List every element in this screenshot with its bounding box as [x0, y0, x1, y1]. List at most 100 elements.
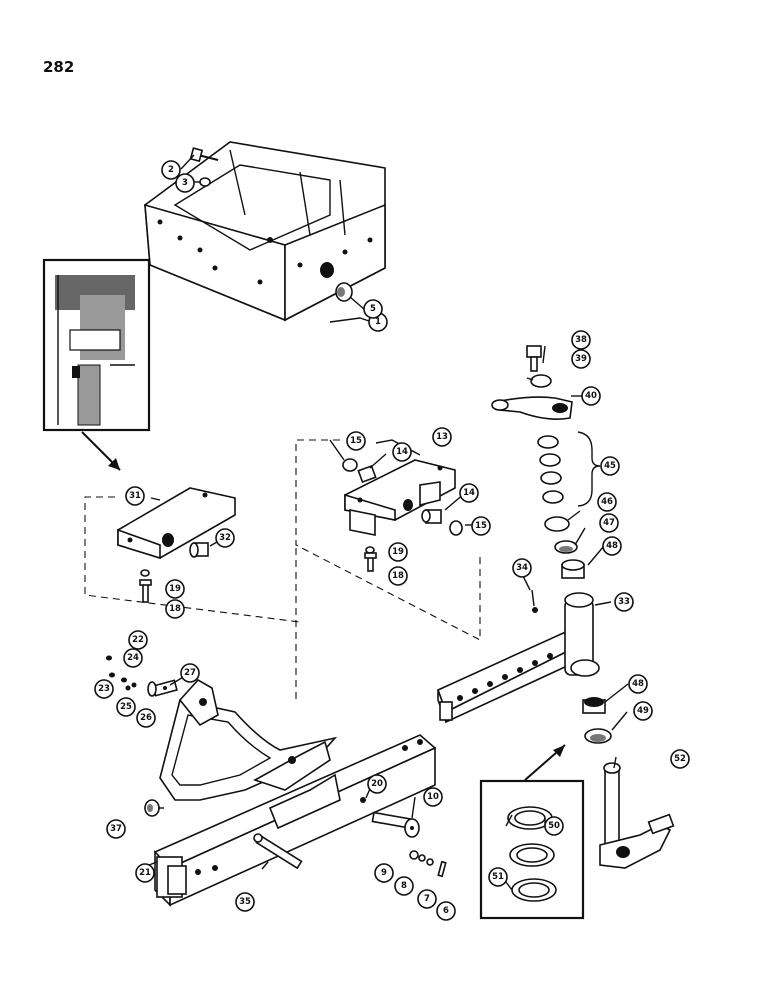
washer-part-3	[199, 177, 211, 187]
shim-detail-box	[479, 744, 585, 920]
callout-33: 33	[614, 592, 634, 612]
inset-section-detail	[42, 258, 151, 471]
callout-35: 35	[235, 892, 255, 912]
plug-part-37	[144, 799, 160, 817]
callout-51: 51	[488, 867, 508, 887]
callout-13: 13	[432, 427, 452, 447]
svg-text:47: 47	[603, 518, 615, 528]
callout-31: 31	[125, 486, 145, 506]
callout-10: 10	[423, 787, 443, 807]
callout-8: 8	[394, 876, 414, 896]
ring-part-47	[554, 540, 578, 554]
svg-text:18: 18	[169, 604, 181, 614]
bolt-part-2	[189, 147, 219, 163]
washer-part-39	[530, 374, 552, 388]
support-part-31	[117, 487, 236, 560]
svg-text:10: 10	[427, 792, 439, 802]
callout-27: 27	[180, 663, 200, 683]
pin-part-35	[253, 833, 303, 870]
svg-text:38: 38	[575, 335, 587, 345]
dashed-guide-right	[295, 439, 481, 641]
svg-text:21: 21	[139, 868, 151, 878]
callout-19-right: 19	[388, 542, 408, 562]
callout-25: 25	[116, 697, 136, 717]
bearing-part-48-lower	[582, 697, 606, 714]
callout-48-top: 48	[602, 536, 622, 556]
svg-text:24: 24	[127, 653, 139, 663]
callout-19-left: 19	[165, 579, 185, 599]
part-23	[109, 672, 115, 678]
part-25	[125, 685, 131, 691]
svg-text:9: 9	[381, 868, 387, 878]
callout-50: 50	[544, 816, 564, 836]
callout-39: 39	[571, 349, 591, 369]
svg-text:22: 22	[132, 635, 144, 645]
part-8	[418, 854, 426, 862]
svg-text:19: 19	[169, 584, 181, 594]
shim-stack-part-45	[537, 431, 601, 507]
grease-fitting-part-34	[531, 589, 538, 613]
spindle-part-52	[599, 762, 675, 869]
svg-text:32: 32	[219, 533, 231, 543]
bushing-part-14-right	[421, 509, 442, 524]
callout-48-lower: 48	[628, 674, 648, 694]
part-9	[409, 850, 419, 860]
callout-34: 34	[512, 558, 532, 578]
svg-text:39: 39	[575, 354, 587, 364]
svg-text:46: 46	[601, 497, 613, 507]
svg-text:23: 23	[98, 684, 110, 694]
svg-text:2: 2	[168, 165, 174, 175]
washer-part-15-top	[342, 458, 358, 472]
callout-47: 47	[599, 513, 619, 533]
bolt-part-38	[526, 345, 542, 372]
svg-text:15: 15	[350, 436, 362, 446]
part-6	[437, 860, 447, 878]
callout-26: 26	[136, 708, 156, 728]
leader-lines	[140, 154, 629, 891]
pin-part-10	[371, 811, 420, 838]
callout-15-right: 15	[471, 516, 491, 536]
svg-text:45: 45	[604, 461, 616, 471]
callout-23: 23	[94, 679, 114, 699]
callout-52: 52	[670, 749, 690, 769]
callout-20: 20	[367, 774, 387, 794]
svg-text:14: 14	[396, 447, 408, 457]
svg-text:50: 50	[548, 821, 560, 831]
page-number: 282	[43, 58, 75, 76]
svg-text:7: 7	[424, 894, 430, 904]
seal-part-49	[584, 728, 612, 744]
svg-text:25: 25	[120, 702, 132, 712]
callout-37: 37	[106, 819, 126, 839]
callout-38: 38	[571, 330, 591, 350]
dashed-guide-left	[84, 496, 301, 623]
callout-3: 3	[175, 173, 195, 193]
callout-5: 5	[363, 299, 383, 319]
callout-14-top: 14	[392, 442, 412, 462]
support-part-13	[344, 459, 456, 536]
callout-21: 21	[135, 863, 155, 883]
svg-text:52: 52	[674, 754, 686, 764]
washer-part-46	[544, 516, 570, 532]
svg-text:15: 15	[475, 521, 487, 531]
callout-22: 22	[128, 630, 148, 650]
callout-9: 9	[374, 863, 394, 883]
svg-text:1: 1	[375, 317, 381, 327]
svg-text:6: 6	[443, 906, 449, 916]
axle-extension-part-33	[436, 592, 600, 724]
svg-text:19: 19	[392, 547, 404, 557]
svg-text:13: 13	[436, 432, 448, 442]
callout-40: 40	[581, 386, 601, 406]
svg-text:27: 27	[184, 668, 196, 678]
part-26	[131, 682, 137, 688]
svg-text:8: 8	[401, 881, 407, 891]
bushing-part-32	[189, 542, 209, 558]
svg-text:33: 33	[618, 597, 630, 607]
callout-14-right: 14	[459, 483, 479, 503]
svg-text:20: 20	[371, 779, 383, 789]
part-24	[121, 677, 127, 683]
callout-6: 6	[436, 901, 456, 921]
svg-text:48: 48	[632, 679, 644, 689]
svg-text:31: 31	[129, 491, 141, 501]
